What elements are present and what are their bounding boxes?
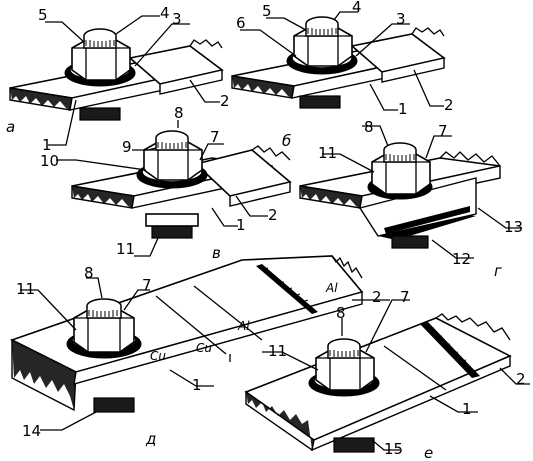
callout-e-11: 11 [268, 342, 287, 360]
callout-g-13: 13 [504, 218, 523, 236]
callout-d-2: 2 [372, 288, 382, 306]
callout-v-8: 8 [174, 104, 184, 122]
callout-d-1: 1 [192, 376, 202, 394]
callout-d-11: 11 [16, 280, 35, 298]
callout-v-11: 11 [116, 240, 135, 258]
callout-e-1: 1 [462, 400, 472, 418]
callout-b-5: 5 [262, 2, 272, 20]
callout-g-11: 11 [318, 144, 337, 162]
label-e: е [424, 444, 433, 461]
assembly-b: 5 4 6 3 2 1 б [231, 0, 454, 150]
callout-b-1: 1 [398, 100, 408, 118]
callout-v-7: 7 [210, 128, 220, 146]
material-d-al-2: Al [325, 281, 338, 295]
callout-e-8: 8 [336, 304, 346, 322]
callout-g-7: 7 [438, 122, 448, 140]
callout-v-9: 9 [122, 138, 132, 156]
callout-b-6: 6 [236, 14, 246, 32]
callout-a-5: 5 [38, 6, 48, 24]
callout-a-4: 4 [160, 4, 170, 22]
callout-g-8: 8 [364, 118, 374, 136]
label-b: б [282, 132, 291, 150]
label-d: д [145, 430, 156, 448]
callout-d-8: 8 [84, 264, 94, 282]
callout-a-3: 3 [172, 10, 182, 28]
callout-b-3: 3 [396, 10, 406, 28]
callout-b-4: 4 [352, 0, 362, 16]
label-a: а [6, 118, 15, 136]
callout-a-1: 1 [42, 136, 52, 154]
assembly-g: 8 7 11 13 12 г [299, 118, 523, 280]
material-d-cu-1: Cu [150, 349, 166, 363]
callout-e-2: 2 [516, 370, 526, 388]
callout-v-2: 2 [268, 206, 278, 224]
callout-e-15: 15 [384, 440, 403, 458]
callout-b-2: 2 [444, 96, 454, 114]
assembly-a: 5 4 3 2 1 а [6, 4, 230, 154]
material-d-al-1: Al [237, 319, 250, 333]
assembly-d: 8 7 11 2 1 14 Cu Cu Al Al д [9, 255, 390, 448]
callout-d-14: 14 [22, 422, 41, 440]
callout-e-7: 7 [400, 288, 410, 306]
material-d-cu-2: Cu [196, 341, 212, 355]
callout-v-10: 10 [40, 152, 59, 170]
callout-g-12: 12 [452, 250, 471, 268]
assembly-e: 8 7 11 2 1 15 е [244, 288, 530, 461]
callout-a-2: 2 [220, 92, 230, 110]
callout-v-1: 1 [236, 216, 246, 234]
assembly-v: 8 9 7 10 2 1 11 в [40, 104, 292, 262]
callout-d-7: 7 [142, 276, 152, 294]
label-v: в [212, 244, 221, 262]
label-g: г [494, 262, 502, 280]
